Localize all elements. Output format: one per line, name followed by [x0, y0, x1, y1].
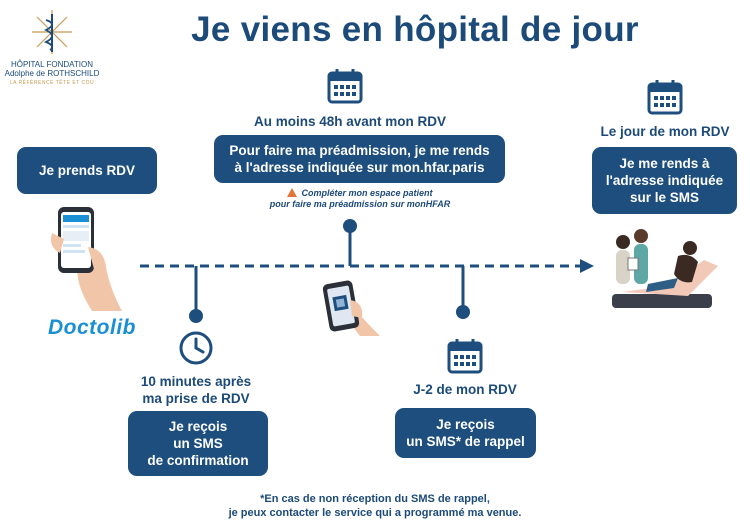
- step-confirmation-box: Je reçois un SMS de confirmation: [128, 411, 268, 476]
- page-title: Je viens en hôpital de jour: [191, 10, 639, 49]
- step-preadmission-label: Au moins 48h avant mon RDV: [253, 114, 447, 129]
- step-dday-box: Je me rends à l'adresse indiquée sur le …: [592, 147, 737, 214]
- calendar-icon: [327, 69, 363, 104]
- footnote: *En cas de non réception du SMS de rappe…: [228, 493, 522, 519]
- hospital-bed-illustration: [612, 229, 718, 308]
- step-dday-label: Le jour de mon RDV: [600, 124, 730, 139]
- phone-in-hand-illustration: [51, 207, 122, 311]
- clock-icon: [179, 331, 213, 365]
- phone-qr-illustration: [322, 280, 380, 336]
- hospital-logo-tagline: LA RÉFÉRENCE TÊTE ET COU: [9, 80, 95, 86]
- hospital-logo-name: HÔPITAL FONDATION Adolphe de ROTHSCHILD: [4, 60, 100, 78]
- calendar-icon: [447, 339, 483, 374]
- doctolib-logo: Doctolib: [48, 316, 136, 339]
- step-confirmation-label: 10 minutes après ma prise de RDV: [140, 374, 252, 406]
- step-rdv-box: Je prends RDV: [17, 147, 157, 194]
- step-reminder-label: J-2 de mon RDV: [413, 382, 517, 397]
- preadmission-note: Compléter mon espace patient pour faire …: [269, 188, 451, 209]
- warning-icon: [287, 188, 298, 197]
- hospital-logo-emblem: [32, 10, 72, 54]
- step-preadmission-box: Pour faire ma préadmission, je me rends …: [214, 135, 505, 183]
- step-reminder-box: Je reçois un SMS* de rappel: [395, 408, 536, 458]
- calendar-icon: [647, 80, 683, 115]
